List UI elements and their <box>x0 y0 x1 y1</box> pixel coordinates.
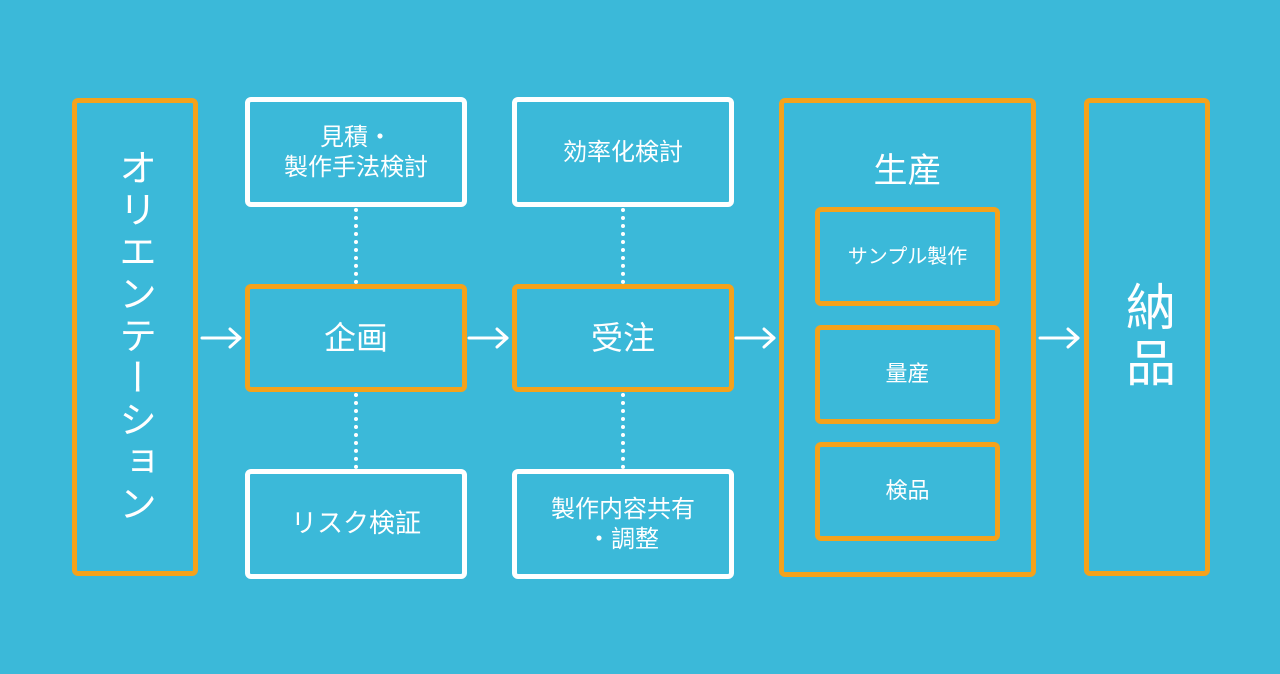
arrow-right-icon <box>1038 327 1080 349</box>
sample-production-box: サンプル製作 <box>815 207 1000 306</box>
arrow-right-icon <box>200 327 242 349</box>
arrow-right-icon <box>734 327 776 349</box>
planning-label: 企画 <box>323 319 388 357</box>
production-title: 生産 <box>873 151 942 191</box>
orientation-label: オリエンテーション <box>112 148 157 526</box>
connector-dotted-line <box>621 208 625 284</box>
content-sharing-label: 製作内容共有 ・調整 <box>551 495 695 553</box>
efficiency-review-box: 効率化検討 <box>512 97 734 207</box>
estimate-method-review-label: 見積・ 製作手法検討 <box>284 123 428 181</box>
planning-step: 企画 <box>245 284 467 392</box>
order-label: 受注 <box>590 319 655 357</box>
inspection-box: 検品 <box>815 442 1000 541</box>
mass-production-label: 量産 <box>885 361 930 387</box>
connector-dotted-line <box>621 393 625 469</box>
efficiency-review-label: 効率化検討 <box>563 138 683 166</box>
content-sharing-box: 製作内容共有 ・調整 <box>512 469 734 579</box>
connector-dotted-line <box>354 393 358 469</box>
estimate-method-review-box: 見積・ 製作手法検討 <box>245 97 467 207</box>
risk-review-label: リスク検証 <box>290 508 421 539</box>
arrow-right-icon <box>467 327 509 349</box>
delivery-label: 納品 <box>1118 281 1176 393</box>
inspection-label: 検品 <box>885 478 930 504</box>
delivery-step: 納品 <box>1084 98 1210 576</box>
risk-review-box: リスク検証 <box>245 469 467 579</box>
orientation-step: オリエンテーション <box>72 98 198 576</box>
order-step: 受注 <box>512 284 734 392</box>
connector-dotted-line <box>354 208 358 284</box>
mass-production-box: 量産 <box>815 325 1000 424</box>
production-step: 生産 <box>779 98 1036 577</box>
sample-production-label: サンプル製作 <box>847 244 968 268</box>
